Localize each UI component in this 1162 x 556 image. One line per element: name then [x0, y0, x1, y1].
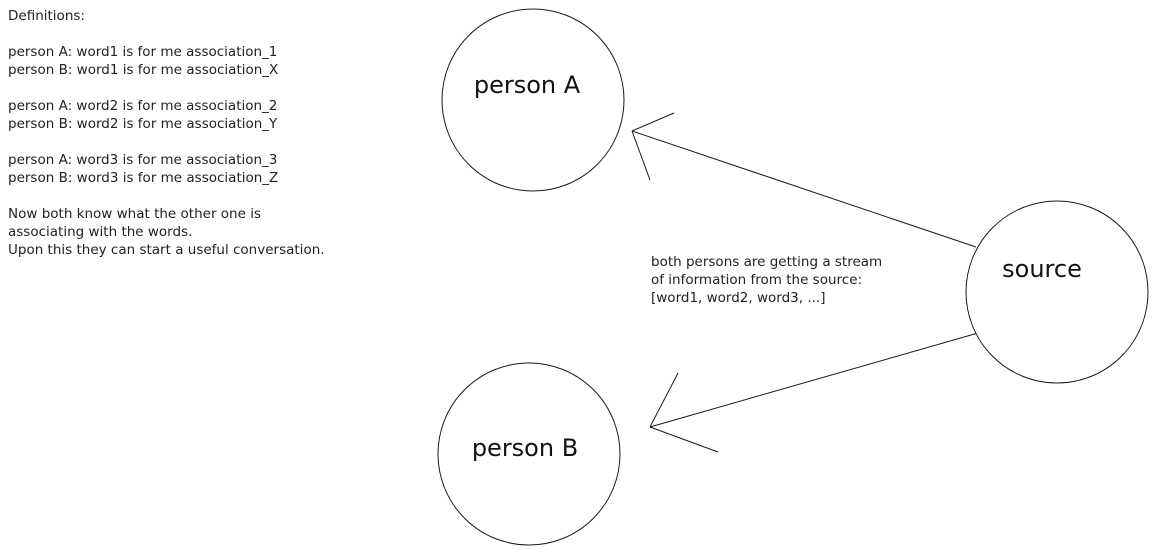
- stream-note-line-1: both persons are getting a stream: [651, 254, 883, 270]
- arrow-source-to-person-a-shaft: [631, 130, 977, 248]
- stream-note: both persons are getting a stream of inf…: [651, 253, 882, 307]
- conclusion-line-3: Upon this they can start a useful conver…: [8, 242, 325, 258]
- spacer: [8, 133, 325, 151]
- spacer: [8, 187, 325, 205]
- stream-note-line-2: of information from the source:: [651, 272, 863, 288]
- definition-line-word2-person-b: person B: word2 is for me association_Y: [8, 116, 278, 132]
- definition-line-word1-person-b: person B: word1 is for me association_X: [8, 62, 279, 78]
- arrow-source-to-person-b-head-lower: [649, 426, 719, 453]
- person-b-node-circle: [437, 362, 621, 546]
- definition-line-word2-person-a: person A: word2 is for me association_2: [8, 98, 278, 114]
- definition-line-word3-person-b: person B: word3 is for me association_Z: [8, 170, 279, 186]
- stream-note-line-3: [word1, word2, word3, ...]: [651, 290, 826, 306]
- spacer: [8, 79, 325, 97]
- conclusion-line-2: associating with the words.: [8, 224, 193, 240]
- source-node-label: source: [1002, 255, 1082, 283]
- definition-line-word1-person-a: person A: word1 is for me association_1: [8, 44, 278, 60]
- person-b-node-label: person B: [472, 434, 578, 462]
- person-a-node-circle: [441, 8, 625, 192]
- conclusion-line-1: Now both know what the other one is: [8, 206, 261, 222]
- spacer: [8, 25, 325, 43]
- definitions-panel: Definitions: person A: word1 is for me a…: [8, 7, 325, 259]
- arrow-source-to-person-a-head-lower: [631, 130, 651, 181]
- arrow-source-to-person-a-head-upper: [631, 112, 675, 132]
- source-node-circle: [965, 200, 1149, 384]
- person-a-node-label: person A: [474, 71, 581, 99]
- definition-line-word3-person-a: person A: word3 is for me association_3: [8, 152, 278, 168]
- definitions-title: Definitions:: [8, 8, 85, 24]
- arrow-source-to-person-b-head-upper: [649, 372, 679, 428]
- arrow-source-to-person-b-shaft: [649, 332, 979, 428]
